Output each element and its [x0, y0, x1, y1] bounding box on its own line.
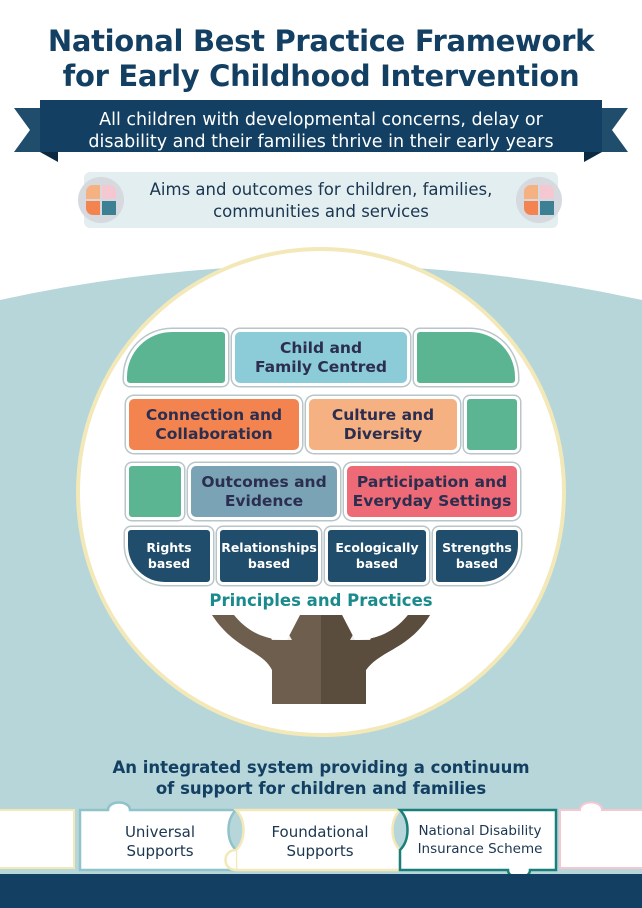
framework-quadrant-icon	[516, 177, 562, 223]
support-puzzle-pieces	[0, 801, 642, 879]
tile-child-family-centred: Child and Family Centred	[232, 329, 410, 386]
page-title: National Best Practice Framework for Ear…	[0, 24, 642, 94]
ndis-support: National Disability Insurance Scheme	[410, 822, 550, 858]
aims-line-1: Aims and outcomes for children, families…	[149, 180, 493, 199]
tile-label: Child and Family Centred	[255, 338, 387, 376]
system-line-2: of support for children and families	[155, 779, 487, 798]
tile-connection-collaboration: Connection and Collaboration	[126, 396, 302, 453]
foundational-supports: Foundational Supports	[252, 823, 388, 861]
title-line-2: for Early Childhood Intervention	[62, 59, 580, 93]
tile-label: Relationships based	[221, 540, 317, 571]
integrated-system-statement: An integrated system providing a continu…	[80, 757, 562, 799]
banner-line-1: All children with developmental concerns…	[99, 110, 543, 130]
title-line-1: National Best Practice Framework	[47, 24, 595, 58]
green-tile	[126, 463, 184, 520]
tile-rights-based: Rights based	[125, 527, 213, 585]
tile-label: Connection and Collaboration	[145, 405, 283, 443]
tile-participation-everyday: Participation and Everyday Settings	[344, 463, 520, 520]
tile-culture-diversity: Culture and Diversity	[306, 396, 460, 453]
aims-statement: Aims and outcomes for children, families…	[110, 179, 532, 223]
banner-line-2: disability and their families thrive in …	[88, 132, 554, 152]
support-label: Foundational Supports	[271, 823, 369, 860]
tile-outcomes-evidence: Outcomes and Evidence	[188, 463, 340, 520]
framework-quadrant-icon	[78, 177, 124, 223]
green-tile	[464, 396, 520, 453]
tile-relationships-based: Relationships based	[217, 527, 321, 585]
aims-line-2: communities and services	[213, 202, 429, 221]
tile-label: Culture and Diversity	[331, 405, 435, 443]
tile-label: Strengths based	[442, 540, 512, 571]
tile-ecologically-based: Ecologically based	[325, 527, 429, 585]
principles-practices-label: Principles and Practices	[209, 591, 433, 610]
tree-trunk	[212, 615, 430, 704]
support-label: National Disability Insurance Scheme	[417, 823, 543, 857]
tile-label: Rights based	[146, 540, 192, 571]
tile-label: Ecologically based	[335, 540, 419, 571]
support-label: Universal Supports	[124, 823, 196, 860]
universal-supports: Universal Supports	[96, 823, 224, 861]
tile-label: Outcomes and Evidence	[201, 472, 327, 510]
aims-band	[84, 172, 558, 228]
tile-label: Participation and Everyday Settings	[352, 472, 512, 510]
ribbon-banner	[14, 100, 628, 162]
banner-statement: All children with developmental concerns…	[40, 109, 602, 153]
system-line-1: An integrated system providing a continu…	[112, 758, 530, 777]
footer-band	[0, 874, 642, 908]
